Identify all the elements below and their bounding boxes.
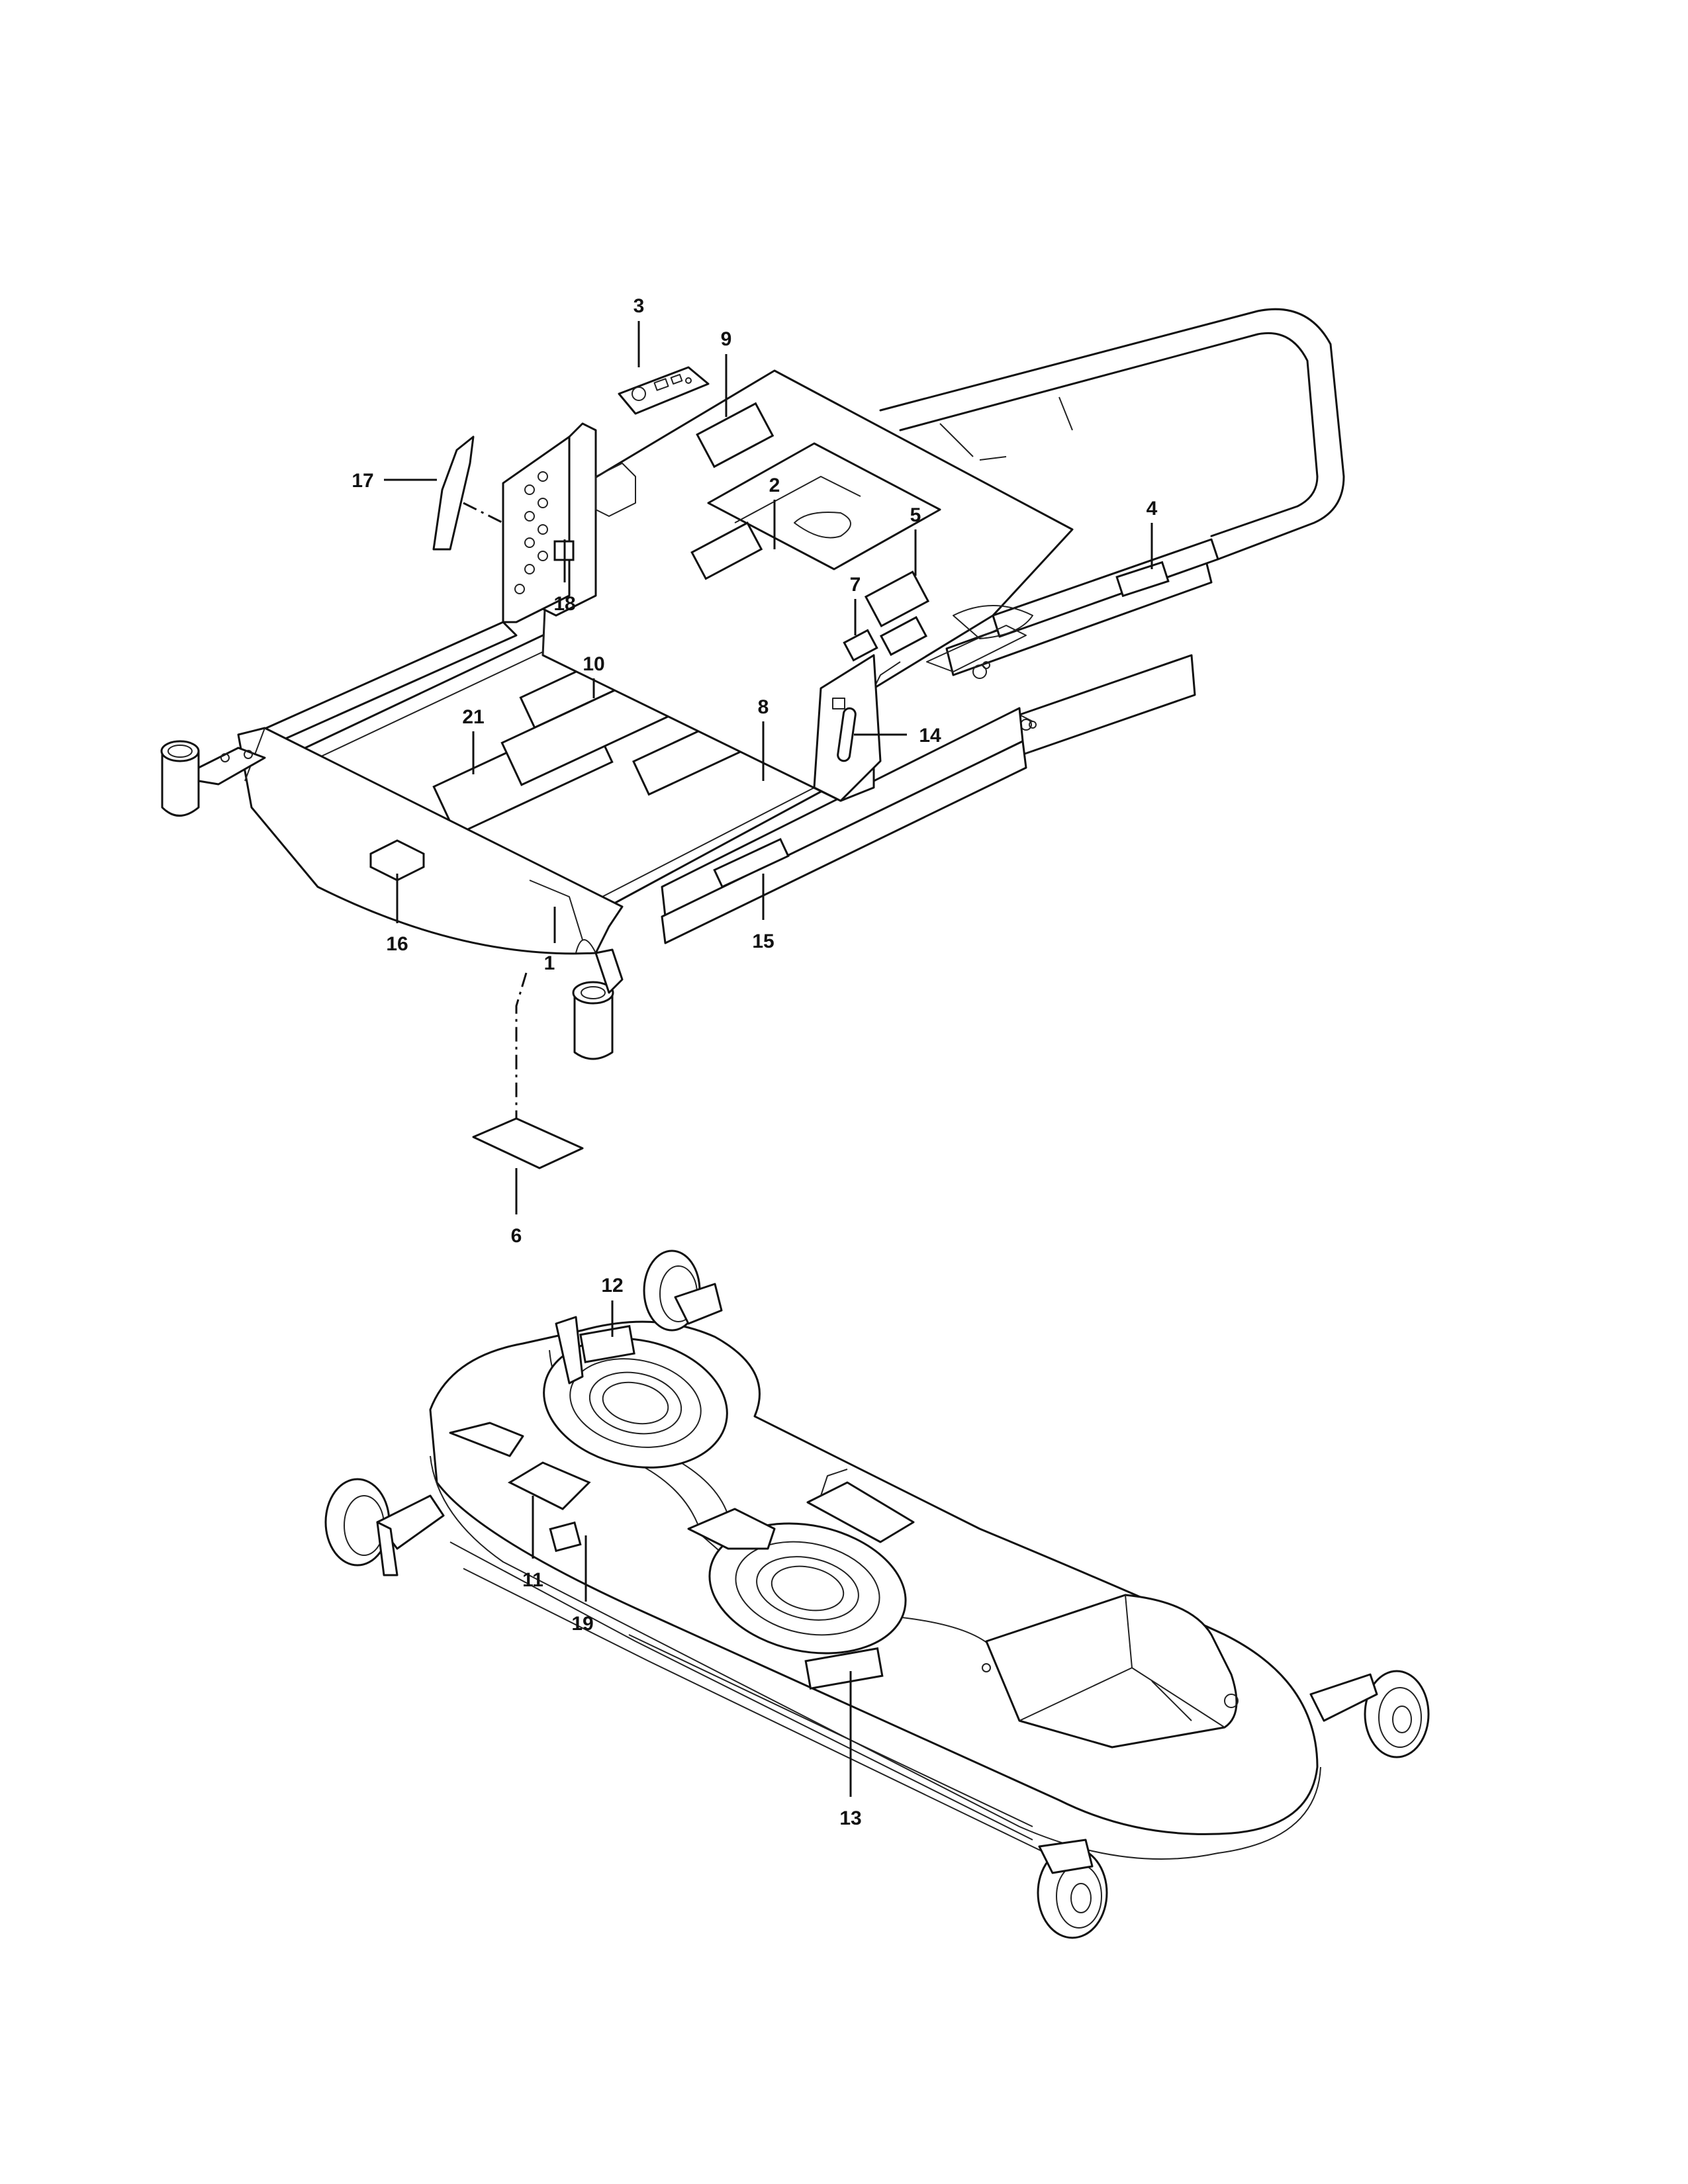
- decal-5: [864, 570, 930, 627]
- decal-2: [690, 522, 763, 580]
- decal-12: [579, 1324, 635, 1363]
- decal-11: [507, 1461, 591, 1510]
- decal-16: [369, 839, 425, 882]
- front-caster-right: [572, 948, 624, 1060]
- callout-2: 2: [769, 475, 780, 496]
- callout-leaders: [384, 321, 1153, 1797]
- callout-17: 17: [352, 470, 373, 492]
- deck-wheel-left: [324, 1478, 445, 1576]
- callout-16: 16: [386, 933, 408, 955]
- callout-12: 12: [601, 1275, 623, 1297]
- part-3-plate: [618, 366, 710, 415]
- callout-3: 3: [633, 295, 645, 317]
- callout-1: 1: [544, 952, 555, 974]
- callout-21: 21: [462, 706, 484, 728]
- callout-10: 10: [583, 653, 604, 675]
- callout-6: 6: [511, 1225, 522, 1247]
- callout-7: 7: [850, 574, 861, 596]
- decal-14: [837, 707, 857, 762]
- decal-15: [713, 838, 790, 888]
- frame-assembly: [160, 308, 1345, 1060]
- callout-18: 18: [553, 593, 575, 615]
- callout-numbers: 3 9 17 4 2 5 7 18 10 21 8 14 15 16 1 6 1…: [352, 295, 1157, 1829]
- decal-13: [804, 1647, 884, 1690]
- deck-wheel-rear: [643, 1250, 723, 1332]
- deck-wheel-right: [1309, 1670, 1430, 1758]
- decal-9: [696, 402, 774, 469]
- callout-8: 8: [758, 696, 769, 718]
- decal-19: [549, 1521, 582, 1553]
- decal-4: [1115, 561, 1170, 598]
- callout-15: 15: [752, 931, 774, 952]
- callout-9: 9: [721, 328, 732, 350]
- front-caster-left: [160, 740, 266, 817]
- callout-5: 5: [910, 504, 921, 526]
- deck-wheel-front: [1037, 1839, 1108, 1939]
- callout-13: 13: [839, 1807, 861, 1829]
- mower-deck: [429, 1316, 1321, 1860]
- decal-7: [843, 629, 878, 662]
- callout-14: 14: [919, 725, 941, 747]
- callout-4: 4: [1147, 498, 1158, 520]
- callout-11: 11: [522, 1569, 543, 1591]
- part-17-decal-strip: [432, 435, 475, 551]
- callout-19: 19: [571, 1613, 593, 1635]
- part-6-decal: [472, 1117, 584, 1169]
